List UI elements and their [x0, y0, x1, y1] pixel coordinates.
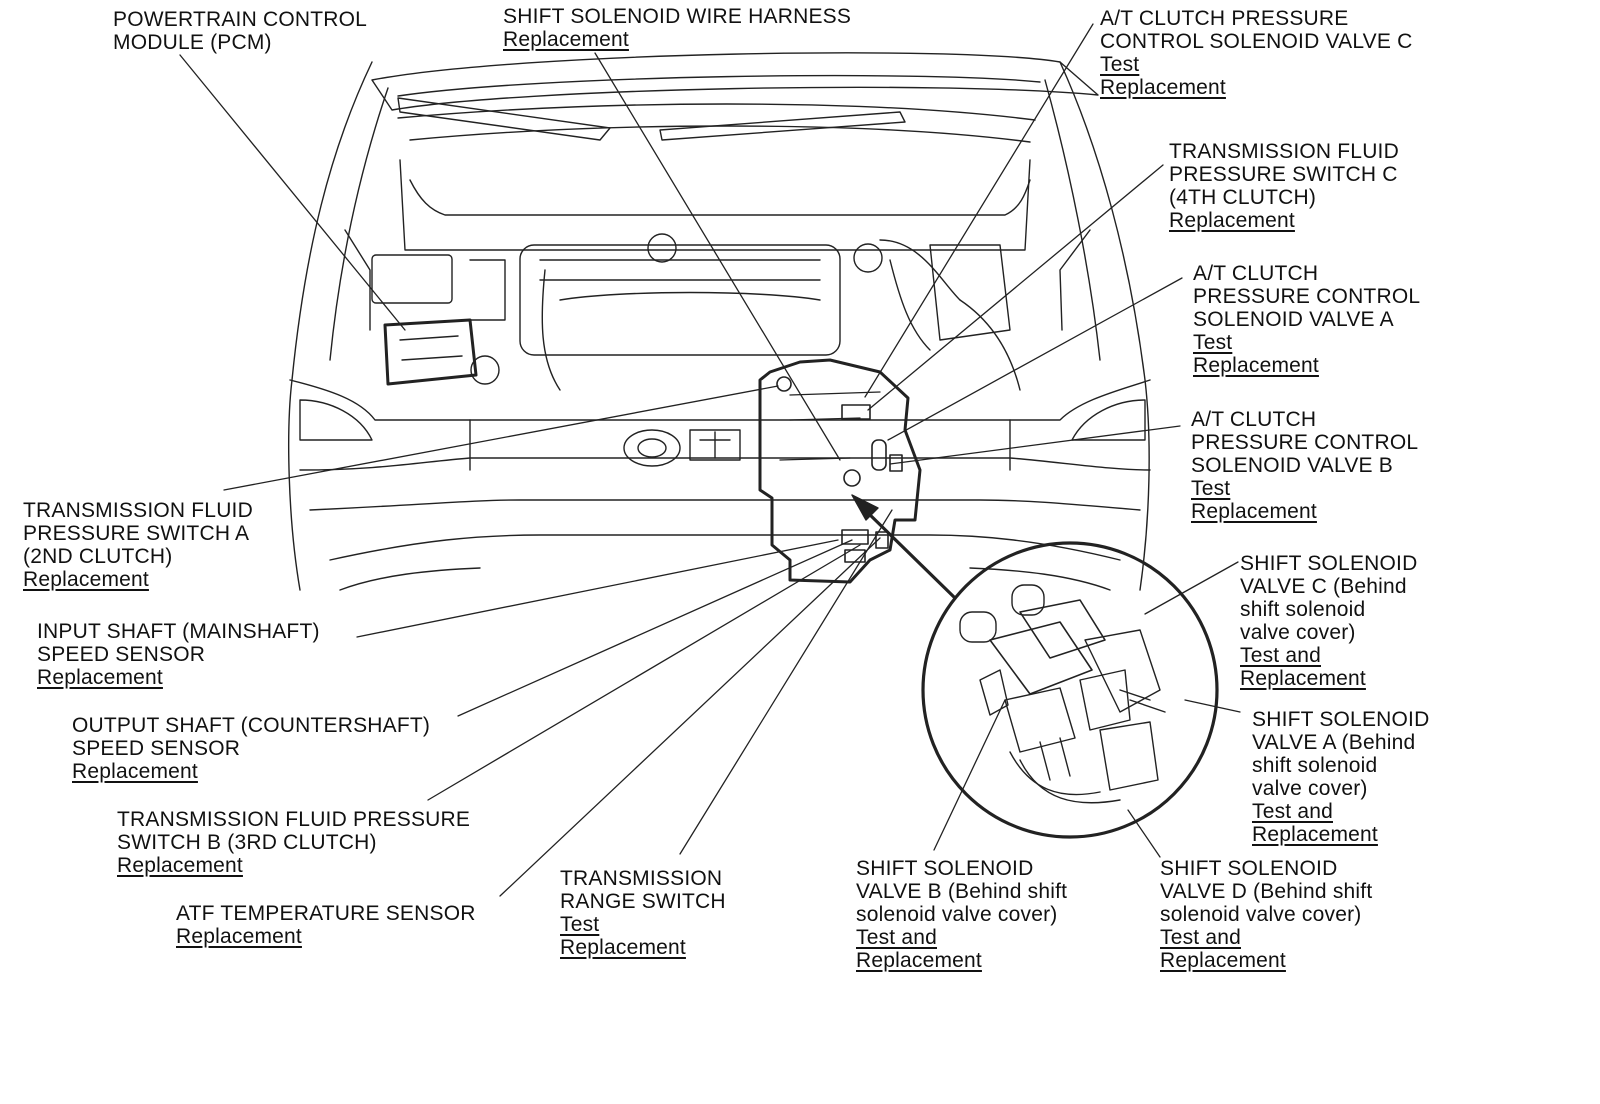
callout-shift-solenoid-valve-a: SHIFT SOLENOID VALVE A (Behind shift sol…	[1252, 708, 1429, 846]
callout-input-shaft-speed-sensor: INPUT SHAFT (MAINSHAFT) SPEED SENSOR Rep…	[37, 620, 320, 689]
test-and-link[interactable]: Test and	[856, 926, 937, 949]
replacement-link[interactable]: Replacement	[1191, 500, 1317, 523]
callout-shift-solenoid-wire-harness: SHIFT SOLENOID WIRE HARNESS Replacement	[503, 5, 851, 51]
callout-text: (4TH CLUTCH)	[1169, 186, 1317, 209]
callout-text: SHIFT SOLENOID	[1160, 857, 1338, 880]
callout-text: SHIFT SOLENOID	[1252, 708, 1430, 731]
callout-text: POWERTRAIN CONTROL	[113, 8, 368, 31]
detail-pointer-arrow	[851, 494, 957, 600]
callout-text: PRESSURE CONTROL	[1193, 285, 1421, 308]
callout-text: A/T CLUTCH	[1191, 408, 1317, 431]
callout-text: TRANSMISSION FLUID	[1169, 140, 1399, 163]
test-link[interactable]: Test	[560, 913, 600, 936]
callout-text: A/T CLUTCH	[1193, 262, 1319, 285]
callout-text: VALVE D (Behind shift	[1160, 880, 1373, 903]
callout-text: TRANSMISSION	[560, 867, 723, 890]
callout-text: OUTPUT SHAFT (COUNTERSHAFT)	[72, 714, 431, 737]
callout-text: MODULE (PCM)	[113, 31, 272, 54]
callout-shift-solenoid-valve-c: SHIFT SOLENOID VALVE C (Behind shift sol…	[1240, 552, 1417, 690]
callout-pcm: POWERTRAIN CONTROL MODULE (PCM)	[113, 8, 367, 54]
callout-text: valve cover)	[1252, 777, 1368, 800]
callout-shift-solenoid-valve-d: SHIFT SOLENOID VALVE D (Behind shift sol…	[1160, 857, 1372, 972]
leader-lines	[179, 23, 1241, 897]
callout-transmission-fluid-pressure-switch-c: TRANSMISSION FLUID PRESSURE SWITCH C (4T…	[1169, 140, 1399, 232]
callout-text: VALVE B (Behind shift	[856, 880, 1068, 903]
replacement-link[interactable]: Replacement	[1240, 667, 1366, 690]
callout-text: SOLENOID VALVE A	[1193, 308, 1394, 331]
callout-transmission-fluid-pressure-switch-a: TRANSMISSION FLUID PRESSURE SWITCH A (2N…	[23, 499, 253, 591]
callout-text: ATF TEMPERATURE SENSOR	[176, 902, 476, 925]
callout-text: VALVE C (Behind	[1240, 575, 1407, 598]
transmission-unit	[758, 358, 922, 584]
test-and-link[interactable]: Test and	[1240, 644, 1321, 667]
callout-text: SHIFT SOLENOID	[1240, 552, 1418, 575]
callout-text: A/T CLUTCH PRESSURE	[1100, 7, 1349, 30]
test-and-link[interactable]: Test and	[1160, 926, 1241, 949]
replacement-link[interactable]: Replacement	[72, 760, 198, 783]
replacement-link[interactable]: Replacement	[1169, 209, 1295, 232]
pcm-unit	[383, 318, 478, 386]
callout-text: solenoid valve cover)	[856, 903, 1058, 926]
callout-text: TRANSMISSION FLUID	[23, 499, 253, 522]
callout-text: SOLENOID VALVE B	[1191, 454, 1393, 477]
vehicle-outline	[288, 52, 1151, 591]
callout-shift-solenoid-valve-b: SHIFT SOLENOID VALVE B (Behind shift sol…	[856, 857, 1067, 972]
replacement-link[interactable]: Replacement	[23, 568, 149, 591]
callout-at-clutch-pressure-control-solenoid-valve-c: A/T CLUTCH PRESSURE CONTROL SOLENOID VAL…	[1100, 7, 1412, 99]
replacement-link[interactable]: Replacement	[1193, 354, 1319, 377]
callout-text: SHIFT SOLENOID WIRE HARNESS	[503, 5, 852, 28]
callout-atf-temperature-sensor: ATF TEMPERATURE SENSOR Replacement	[176, 902, 476, 948]
callout-transmission-range-switch: TRANSMISSION RANGE SWITCH Test Replaceme…	[560, 867, 726, 959]
callout-text: CONTROL SOLENOID VALVE C	[1100, 30, 1413, 53]
callout-text: solenoid valve cover)	[1160, 903, 1362, 926]
replacement-link[interactable]: Replacement	[37, 666, 163, 689]
test-link[interactable]: Test	[1100, 53, 1140, 76]
callout-text: PRESSURE SWITCH C	[1169, 163, 1398, 186]
test-link[interactable]: Test	[1191, 477, 1231, 500]
replacement-link[interactable]: Replacement	[176, 925, 302, 948]
replacement-link[interactable]: Replacement	[1252, 823, 1378, 846]
replacement-link[interactable]: Replacement	[560, 936, 686, 959]
test-and-link[interactable]: Test and	[1252, 800, 1333, 823]
callout-text: PRESSURE SWITCH A	[23, 522, 250, 545]
replacement-link[interactable]: Replacement	[503, 28, 629, 51]
test-link[interactable]: Test	[1193, 331, 1233, 354]
callout-transmission-fluid-pressure-switch-b: TRANSMISSION FLUID PRESSURE SWITCH B (3R…	[117, 808, 470, 877]
callout-text: VALVE A (Behind	[1252, 731, 1416, 754]
replacement-link[interactable]: Replacement	[1160, 949, 1286, 972]
callout-text: (2ND CLUTCH)	[23, 545, 173, 568]
callout-text: SPEED SENSOR	[37, 643, 206, 666]
callout-text: valve cover)	[1240, 621, 1356, 644]
callout-text: RANGE SWITCH	[560, 890, 726, 913]
callout-text: INPUT SHAFT (MAINSHAFT)	[37, 620, 320, 643]
callout-text: SHIFT SOLENOID	[856, 857, 1034, 880]
callout-text: shift solenoid	[1252, 754, 1378, 777]
shift-solenoid-detail-view	[921, 541, 1219, 839]
callout-at-clutch-pressure-control-solenoid-valve-b: A/T CLUTCH PRESSURE CONTROL SOLENOID VAL…	[1191, 408, 1418, 523]
callout-text: SWITCH B (3RD CLUTCH)	[117, 831, 377, 854]
callout-text: TRANSMISSION FLUID PRESSURE	[117, 808, 471, 831]
callout-output-shaft-speed-sensor: OUTPUT SHAFT (COUNTERSHAFT) SPEED SENSOR…	[72, 714, 430, 783]
callout-text: PRESSURE CONTROL	[1191, 431, 1419, 454]
replacement-link[interactable]: Replacement	[856, 949, 982, 972]
callout-at-clutch-pressure-control-solenoid-valve-a: A/T CLUTCH PRESSURE CONTROL SOLENOID VAL…	[1193, 262, 1420, 377]
replacement-link[interactable]: Replacement	[1100, 76, 1226, 99]
callout-text: shift solenoid	[1240, 598, 1366, 621]
replacement-link[interactable]: Replacement	[117, 854, 243, 877]
callout-text: SPEED SENSOR	[72, 737, 241, 760]
